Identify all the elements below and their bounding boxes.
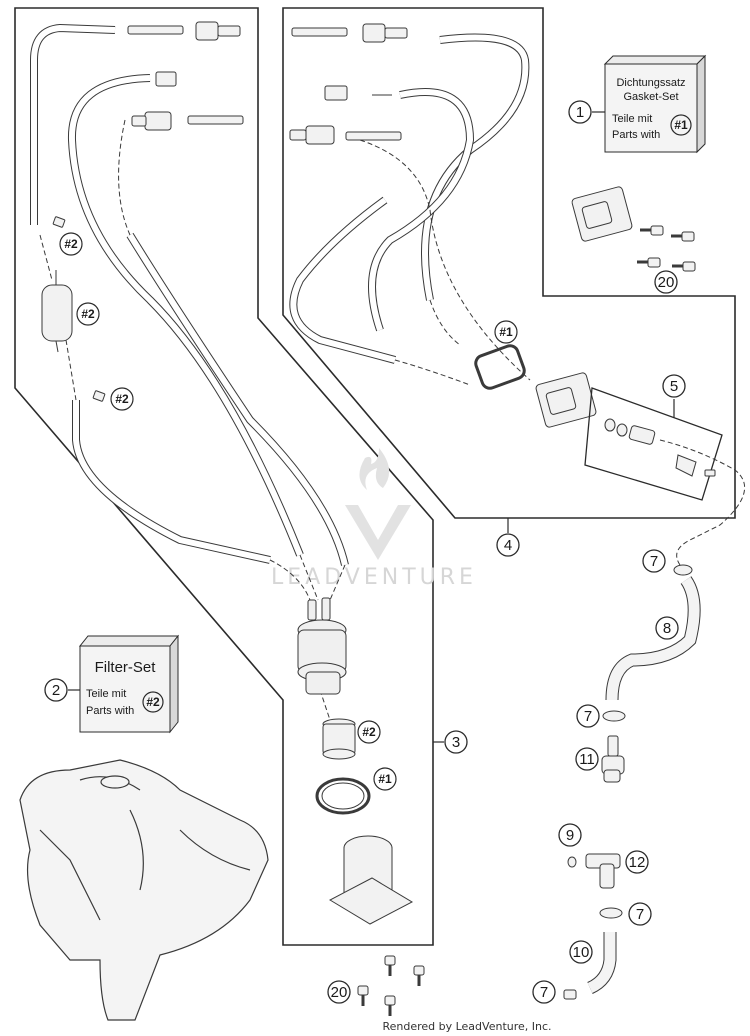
- fuel-pump: [297, 597, 347, 695]
- left-small-parts: [41, 216, 106, 402]
- left-top-connectors: [127, 21, 244, 131]
- filter-set-line1: Teile mit: [86, 688, 126, 700]
- pump-lower-parts: [315, 718, 414, 925]
- right-hoses: [289, 33, 745, 566]
- svg-text:11: 11: [579, 751, 595, 768]
- right-flange-parts: [474, 186, 633, 428]
- svg-text:10: 10: [573, 944, 590, 961]
- svg-text:7: 7: [636, 906, 644, 923]
- callout-7-d: 7: [532, 980, 556, 1004]
- assembly-5-outline: [584, 387, 723, 501]
- callout-7-c: 7: [628, 902, 652, 926]
- callout-12: 12: [625, 850, 649, 874]
- gasket-set-line4: Parts with: [612, 129, 660, 141]
- assembly-5-parts: [604, 418, 716, 477]
- ref-1-a: #1: [494, 320, 518, 344]
- filter-set-box: Filter-Set Teile mit Parts with #2: [78, 634, 180, 734]
- ref-2-a: #2: [59, 232, 83, 256]
- callout-5: 5: [662, 374, 686, 398]
- callout-9: 9: [558, 823, 582, 847]
- callout-20-a: 20: [654, 270, 678, 294]
- filter-set-ref: #2: [146, 695, 160, 709]
- bolts-20-lower: [357, 955, 425, 1016]
- callout-20-b: 20: [327, 980, 351, 1004]
- svg-text:5: 5: [670, 378, 678, 395]
- callout-2: 2: [44, 678, 68, 702]
- svg-text:20: 20: [331, 984, 348, 1001]
- svg-text:#2: #2: [362, 725, 376, 739]
- ref-1-b: #1: [373, 767, 397, 791]
- svg-text:1: 1: [576, 104, 584, 121]
- gasket-set-ref: #1: [674, 118, 688, 132]
- svg-text:7: 7: [584, 708, 592, 725]
- clamps-7: [563, 564, 693, 1000]
- ref-2-b: #2: [76, 302, 100, 326]
- callout-10: 10: [569, 940, 593, 964]
- callout-7-a: 7: [642, 549, 666, 573]
- filter-set-line2: Parts with: [86, 705, 134, 717]
- callouts: 1 2 3 4 5 7 8 7 11 9 12 7 10 7 20 20: [44, 100, 686, 1004]
- bolts-20-upper: [637, 225, 696, 272]
- right-top-connectors: [289, 23, 408, 145]
- hose-10: [587, 932, 617, 994]
- callout-4: 4: [496, 533, 520, 557]
- reference-marks: #2 #2 #2 #2 #1 #1: [59, 232, 518, 791]
- gasket-set-line2: Gasket-Set: [623, 91, 678, 103]
- callout-3: 3: [444, 730, 468, 754]
- svg-text:#1: #1: [378, 772, 392, 786]
- hose-8: [605, 576, 701, 701]
- svg-text:7: 7: [650, 553, 658, 570]
- watermark-text: LEADVENTURE: [271, 565, 477, 590]
- svg-text:8: 8: [663, 620, 671, 637]
- callout-11: 11: [575, 747, 599, 771]
- svg-text:#2: #2: [64, 237, 78, 251]
- ref-2-d: #2: [357, 720, 381, 744]
- gasket-set-line3: Teile mit: [612, 113, 652, 125]
- filter-set-title: Filter-Set: [95, 659, 157, 676]
- svg-text:#1: #1: [499, 325, 513, 339]
- left-hoses: [30, 23, 349, 721]
- svg-text:9: 9: [566, 827, 574, 844]
- svg-text:20: 20: [658, 274, 675, 291]
- fitting-11: [601, 735, 625, 783]
- svg-text:#2: #2: [81, 307, 95, 321]
- callout-7-b: 7: [576, 704, 600, 728]
- fitting-12: [567, 853, 621, 889]
- svg-text:12: 12: [629, 854, 646, 871]
- footer-credit: Rendered by LeadVenture, Inc.: [382, 1020, 551, 1033]
- watermark-logo: LEADVENTURE: [271, 448, 477, 590]
- svg-text:3: 3: [452, 734, 460, 751]
- ref-2-c: #2: [110, 387, 134, 411]
- svg-text:#2: #2: [115, 392, 129, 406]
- svg-text:2: 2: [52, 682, 60, 699]
- svg-text:4: 4: [504, 537, 512, 554]
- svg-text:7: 7: [540, 984, 548, 1001]
- callout-1: 1: [568, 100, 592, 124]
- gasket-set-line1: Dichtungssatz: [616, 77, 685, 89]
- callout-8: 8: [655, 616, 679, 640]
- gasket-set-box: Dichtungssatz Gasket-Set Teile mit Parts…: [603, 54, 707, 154]
- fuel-tank: [19, 759, 269, 1021]
- assembly-4-outline: [282, 7, 736, 519]
